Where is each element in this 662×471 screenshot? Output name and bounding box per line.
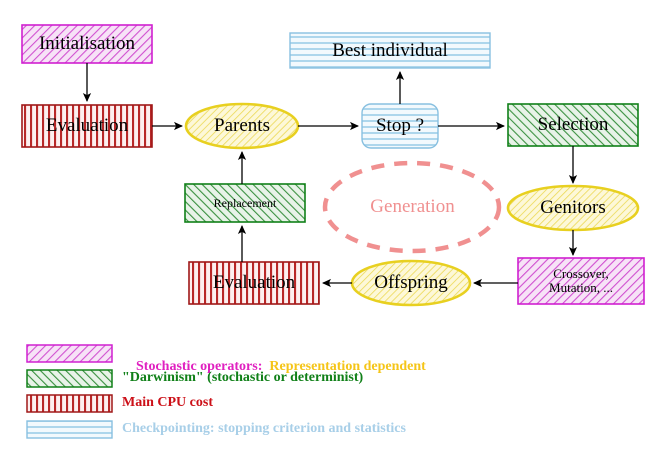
node-evaluation-top bbox=[21, 104, 153, 148]
node-replacement bbox=[184, 183, 306, 223]
legend-swatch-stochastic-operators bbox=[26, 344, 113, 363]
node-initialisation bbox=[21, 24, 153, 64]
legend-label-stochastic-operators-part2: Representation dependent bbox=[262, 359, 426, 374]
node-parents bbox=[184, 102, 300, 150]
node-best-individual bbox=[289, 32, 491, 69]
legend-label-stochastic-operators: Stochastic operators: Representation dep… bbox=[122, 346, 426, 388]
node-selection bbox=[507, 103, 639, 147]
legend-swatch-darwinism bbox=[26, 369, 113, 388]
node-stop bbox=[361, 103, 439, 149]
legend-label-checkpointing: Checkpointing: stopping criterion and st… bbox=[122, 421, 406, 436]
node-generation-boundary bbox=[322, 160, 502, 254]
node-genitors bbox=[506, 184, 640, 232]
legend-label-main-cpu-cost: Main CPU cost bbox=[122, 395, 213, 410]
node-evaluation-bottom bbox=[188, 261, 320, 305]
legend-label-stochastic-operators-part1: Stochastic operators: bbox=[136, 359, 263, 374]
legend-label-darwinism: "Darwinism" (stochastic or determinist) bbox=[122, 370, 364, 385]
node-offspring bbox=[350, 259, 472, 307]
legend-swatch-main-cpu-cost bbox=[26, 394, 113, 413]
node-crossover-mutation bbox=[517, 257, 645, 305]
legend-swatch-checkpointing bbox=[26, 420, 113, 439]
